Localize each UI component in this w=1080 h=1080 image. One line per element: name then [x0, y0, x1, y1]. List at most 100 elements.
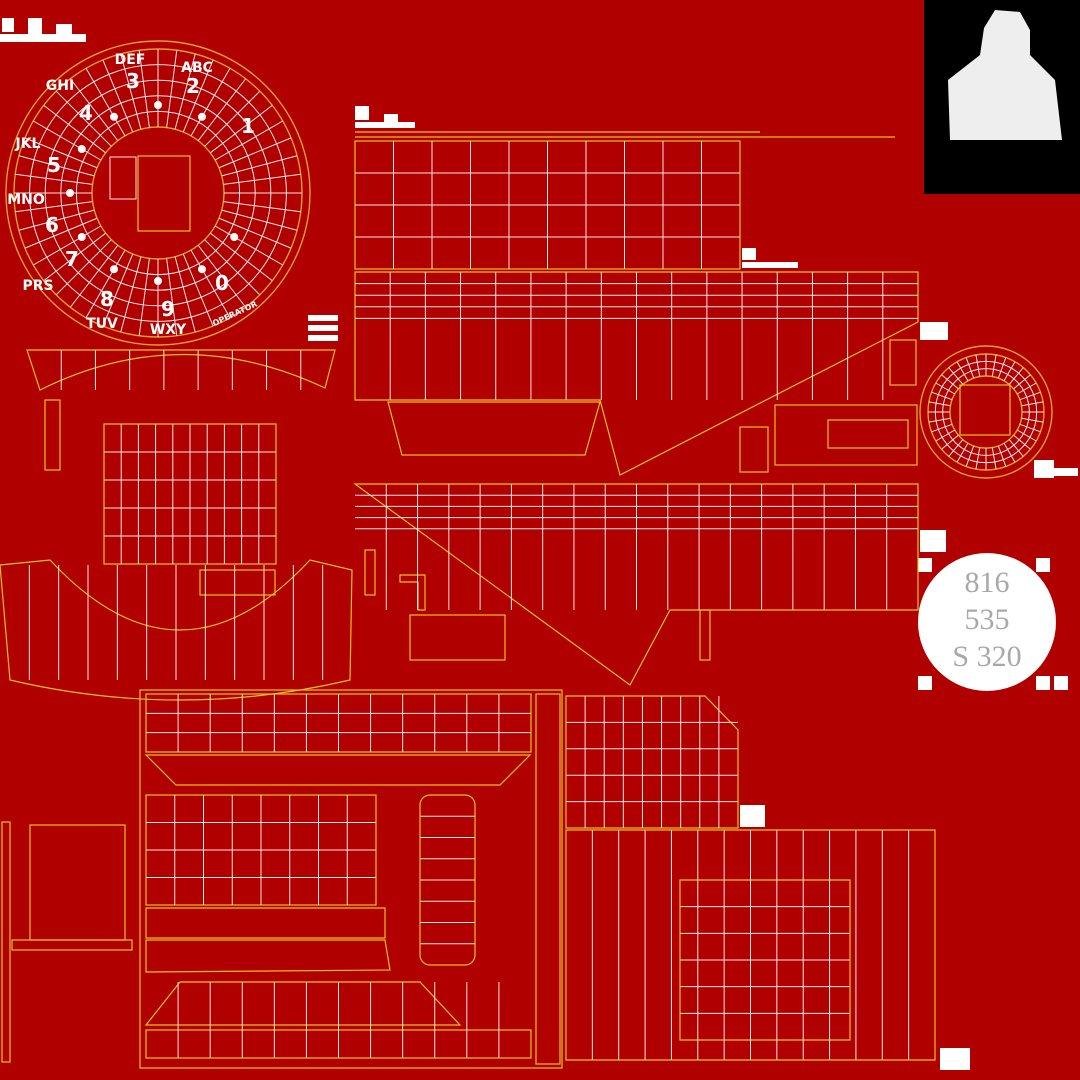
dial-digit-9: 9 — [161, 297, 175, 321]
dial-digit-7: 7 — [65, 247, 79, 271]
dial-spoke-edge — [1019, 423, 1041, 433]
dial-digit-5: 5 — [47, 153, 61, 177]
dial-spoke-edge — [221, 209, 298, 231]
dial-letters-DEF: DEF — [115, 52, 146, 68]
dial-spoke-edge — [55, 239, 112, 296]
dial-spoke-edge — [1021, 401, 1044, 407]
dial-letters-TUV: TUV — [86, 316, 118, 332]
dial-spoke-edge — [975, 354, 981, 377]
finger-hole-dot — [110, 112, 118, 121]
finger-hole-dot — [66, 189, 74, 197]
dial-digit-3: 3 — [126, 69, 140, 93]
dial-spoke-edge — [182, 59, 214, 133]
dial-letters-JKL: JKL — [15, 136, 41, 152]
finger-hole-dot — [77, 145, 86, 153]
dial-digit-1: 1 — [241, 114, 255, 138]
small-dial-uv — [919, 345, 1053, 479]
dial-spoke-edge — [935, 429, 956, 442]
dial-spoke-edge — [85, 249, 126, 318]
dial-spoke-edge — [935, 382, 956, 395]
dial-letters-WXY: WXY — [150, 322, 187, 338]
dial-digit-2: 2 — [186, 74, 200, 98]
dial-spoke-edge — [1008, 439, 1024, 457]
dial-spoke-edge — [956, 442, 969, 463]
dial-spoke-edge — [69, 245, 119, 308]
plate-line-3: S 320 — [952, 640, 1021, 673]
finger-hole-dot — [198, 265, 206, 274]
dial-digit-0: 0 — [215, 271, 229, 295]
dial-spoke-edge — [69, 78, 119, 141]
dial-spoke-edge — [931, 423, 953, 433]
dial-spoke-edge — [18, 209, 95, 231]
dial-spoke-edge — [190, 249, 231, 318]
dial-spoke-edge — [221, 155, 298, 177]
dial-spoke-edge — [941, 434, 959, 450]
dial-spoke-edge — [43, 232, 106, 282]
dial-spoke-edge — [218, 217, 292, 249]
dial-spoke-edge — [204, 90, 261, 147]
finger-hole-dot — [230, 233, 239, 241]
dial-spoke-edge — [218, 137, 292, 169]
small-dial-center — [959, 384, 1011, 436]
dial-spoke-edge — [102, 59, 134, 133]
dial-outer-ring — [919, 345, 1053, 479]
dial-digit-4: 4 — [79, 101, 93, 125]
dial-spoke-edge — [941, 374, 959, 390]
dial-spoke-edge — [138, 258, 150, 336]
dial-spoke-edge — [1016, 382, 1037, 395]
dial-spoke-edge — [1013, 434, 1031, 450]
dial-spoke-edge — [120, 53, 142, 130]
dial-letters-GHI: GHI — [46, 78, 74, 94]
dial-spoke-edge — [197, 245, 247, 308]
dial-spoke-edge — [1003, 361, 1016, 382]
dial-spoke-edge — [991, 354, 997, 377]
dial-inner-ring — [91, 126, 225, 260]
dial-spoke-edge — [174, 256, 196, 333]
dial-spoke-edge — [120, 256, 142, 333]
dial-spoke-edge — [997, 445, 1007, 467]
dial-spoke-edge — [948, 439, 964, 457]
finger-hole-dot — [154, 101, 162, 109]
dial-spoke-edge — [991, 447, 997, 470]
dial-spoke-edge — [223, 173, 301, 185]
dial-letters-MNO: MNO — [7, 192, 45, 208]
dial-spoke-edge — [43, 104, 106, 154]
dial-spoke-edge — [138, 50, 150, 128]
dial-spoke-edge — [24, 137, 98, 169]
dial-spoke-edge — [956, 361, 969, 382]
dial-spoke-edge — [975, 447, 981, 470]
dial-spoke-edge — [1013, 374, 1031, 390]
dial-spoke-edge — [210, 232, 273, 282]
dial-inner-ring — [949, 375, 1023, 449]
dial-ring-edge — [942, 368, 1030, 456]
white-marker-blocks — [0, 18, 1078, 1070]
dial-spoke-edge — [214, 120, 283, 161]
finger-hole-dot — [77, 233, 86, 241]
dial-spoke-edge — [55, 90, 112, 147]
finger-hole-dot — [154, 277, 162, 285]
dial-spoke-edge — [174, 53, 196, 130]
dial-spoke-edge — [33, 225, 102, 266]
dial-spoke-edge — [210, 104, 273, 154]
dial-digit-8: 8 — [100, 287, 114, 311]
dial-spoke-edge — [948, 367, 964, 385]
dial-spoke-edge — [102, 253, 134, 327]
dial-spoke-edge — [965, 357, 975, 379]
dial-spoke-edge — [166, 258, 178, 336]
plate-line-1: 816 — [965, 566, 1010, 599]
dial-spoke-edge — [182, 253, 214, 327]
dial-spoke-edge — [928, 401, 951, 407]
dial-letters-ABC: ABC — [181, 60, 213, 76]
dial-spoke-edge — [1016, 429, 1037, 442]
dial-spoke-edge — [928, 417, 951, 423]
dial-spoke-edge — [965, 445, 975, 467]
dial-letters-PRS: PRS — [22, 278, 53, 294]
number-plate: 816 535 S 320 — [918, 553, 1068, 691]
dial-spoke-edge — [85, 68, 126, 137]
dial-spoke-edge — [15, 201, 93, 213]
handset-silhouette — [948, 10, 1062, 140]
dial-spoke-edge — [197, 78, 247, 141]
dial-center-island — [137, 155, 191, 232]
